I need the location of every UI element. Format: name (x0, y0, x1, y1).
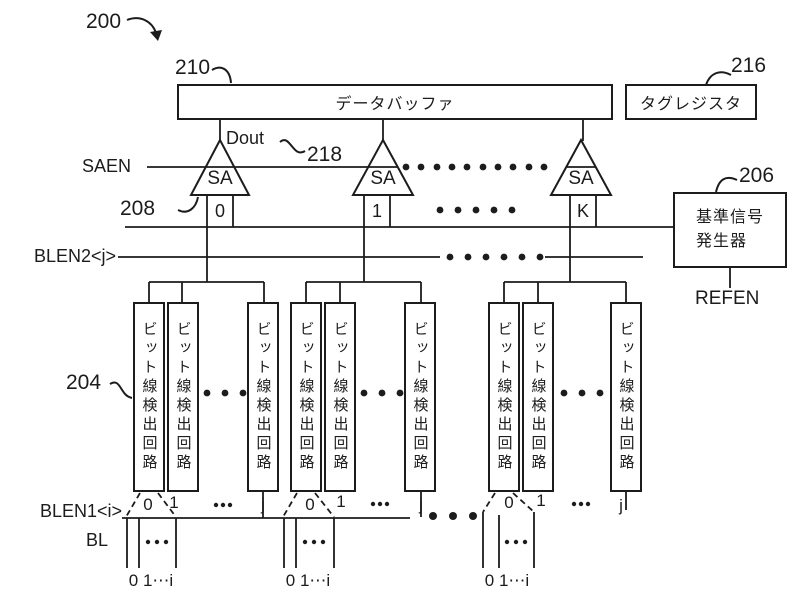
bitline-detector-box: ビット線検出回路 (290, 302, 322, 492)
ref-signal-generator-title: 基準信号 発生器 (696, 206, 764, 254)
detector-ref-label: 204 (66, 371, 102, 394)
detector-index-last: j (619, 496, 623, 515)
dout-signal-label: Dout (226, 128, 265, 148)
wiring-lines (118, 120, 731, 568)
bitline-detector-label: ビット線検出回路 (331, 321, 349, 473)
bitline-index-row: 0 1⋯i (285, 571, 331, 590)
ref-signal-generator-box: 基準信号 発生器 (673, 192, 787, 268)
bitline-detector-box: ビット線検出回路 (133, 302, 165, 492)
arrowhead-icon (150, 30, 162, 41)
bitline-detector-box: ビット線検出回路 (324, 302, 356, 492)
dashed-fan-lines (125, 492, 535, 518)
reference-curves (109, 17, 738, 399)
bitline-detector-label: ビット線検出回路 (174, 321, 192, 473)
sense-amp-triangle (189, 137, 251, 196)
sense-amp-label-0: SA (207, 168, 233, 189)
sense-amp-triangle (351, 137, 415, 196)
refgen-title-line2: 発生器 (695, 233, 747, 250)
detector-index-first: 0 (143, 495, 153, 514)
bitline-detector-box: ビット線検出回路 (247, 302, 279, 492)
bitline-detector-label: ビット線検出回路 (617, 321, 635, 473)
bitline-detector-label: ビット線検出回路 (529, 321, 547, 473)
bitline-detector-label: ビット線検出回路 (411, 321, 429, 473)
detector-index-second: 1 (336, 492, 346, 511)
buffer-ref-label: 210 (175, 56, 211, 79)
bitline-detector-box: ビット線検出回路 (167, 302, 199, 492)
figure-ref-label: 200 (86, 10, 122, 33)
sense-amp-label-1: SA (370, 168, 396, 189)
detector-index-second: 1 (169, 493, 179, 512)
bitline-index-row: 0 1⋯i (484, 571, 530, 590)
sense-amp-label-k: SA (568, 168, 594, 189)
tag-register-title: タグレジスタ (639, 96, 742, 113)
bitline-detector-label: ビット線検出回路 (140, 321, 158, 473)
data-buffer-box: データバッファ (177, 84, 613, 120)
saen-signal-label: SAEN (82, 156, 132, 176)
bitline-index-row: 0 1⋯i (128, 571, 174, 590)
blen1-signal-label: BLEN1<i> (39, 501, 122, 521)
bitline-detector-box: ビット線検出回路 (404, 302, 436, 492)
bitline-detector-label: ビット線検出回路 (297, 321, 315, 473)
detector-index-first: 0 (305, 495, 315, 514)
tag-ref-label: 216 (731, 54, 767, 77)
refgen-ref-label: 206 (739, 164, 775, 187)
bitline-detector-box: ビット線検出回路 (488, 302, 520, 492)
ellipsis-dots (145, 163, 604, 545)
tag-register-box: タグレジスタ (625, 84, 757, 120)
bitline-detector-label: ビット線検出回路 (254, 321, 272, 473)
data-buffer-title: データバッファ (335, 96, 455, 113)
bitline-detector-box: ビット線検出回路 (610, 302, 642, 492)
refgen-title-line1: 基準信号 (695, 209, 764, 226)
sa-index-1: 1 (371, 200, 382, 221)
detector-index-first: 0 (504, 493, 514, 512)
bl-signal-label: BL (85, 530, 108, 550)
dout-ref-label: 218 (307, 143, 343, 166)
bitline-detector-label: ビット線検出回路 (495, 321, 513, 473)
sa-index-k: K (576, 200, 589, 221)
sa-index-0: 0 (214, 200, 225, 221)
sense-amp-triangles (189, 137, 613, 196)
sense-amp-triangle (549, 137, 613, 196)
refen-signal-label: REFEN (695, 288, 760, 309)
sa-ref-label: 208 (120, 197, 156, 220)
detector-index-last: j (261, 495, 265, 514)
detector-index-second: 1 (536, 491, 546, 510)
blen2-signal-label: BLEN2<j> (33, 246, 116, 266)
detector-index-last: j (419, 495, 423, 514)
bitline-detector-box: ビット線検出回路 (522, 302, 554, 492)
